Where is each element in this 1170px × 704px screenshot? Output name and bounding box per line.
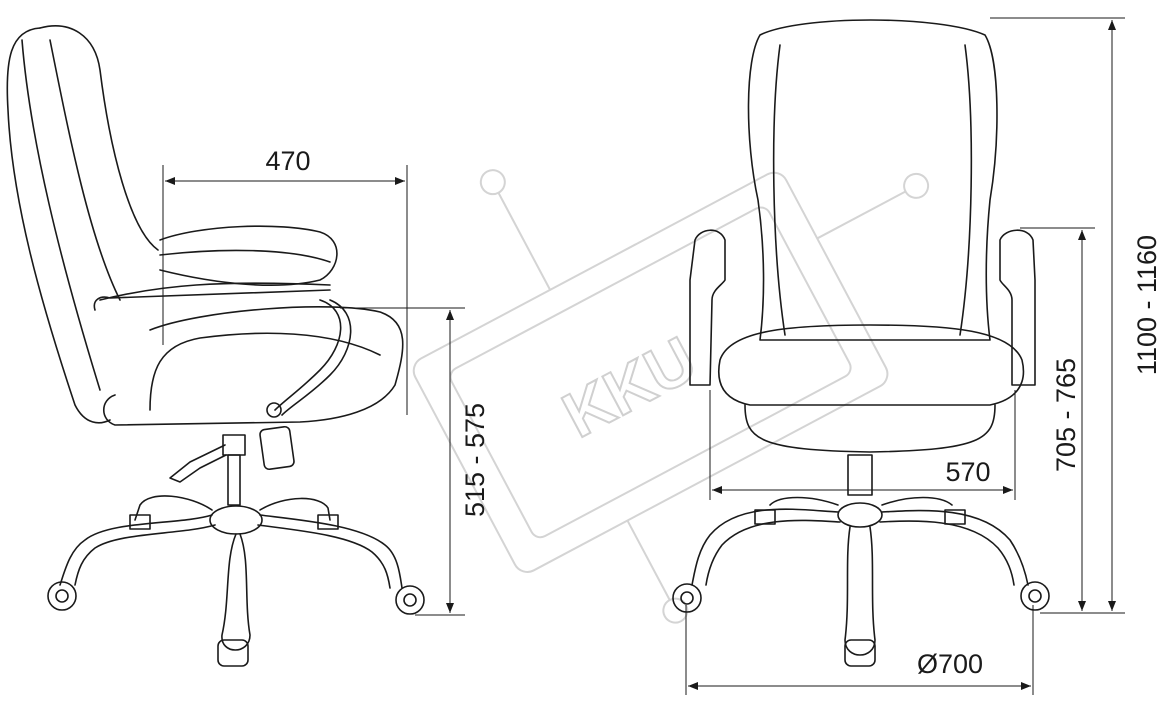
armrest-height-label: 705 - 765 [1051, 358, 1081, 472]
armrest-width-label: 570 [945, 457, 990, 487]
dimension-seat-height: 515 - 575 [340, 307, 490, 616]
total-height-label: 1100 - 1160 [1132, 235, 1162, 375]
side-view-chair [6, 25, 425, 667]
dimension-armrest-width: 570 [709, 390, 1016, 500]
seat-height-label: 515 - 575 [460, 403, 490, 517]
dimension-total-height: 1100 - 1160 [990, 17, 1162, 611]
svg-text:KKU: KKU [551, 323, 707, 452]
watermark-logo: KKU [412, 169, 930, 624]
front-view-chair [672, 19, 1050, 667]
base-diameter-label: Ø700 [917, 649, 983, 679]
seat-depth-label: 470 [265, 146, 310, 176]
dimension-armrest-height: 705 - 765 [1020, 227, 1125, 614]
dimension-base-diameter: Ø700 [685, 605, 1034, 695]
dimension-seat-depth: 470 [162, 146, 408, 415]
